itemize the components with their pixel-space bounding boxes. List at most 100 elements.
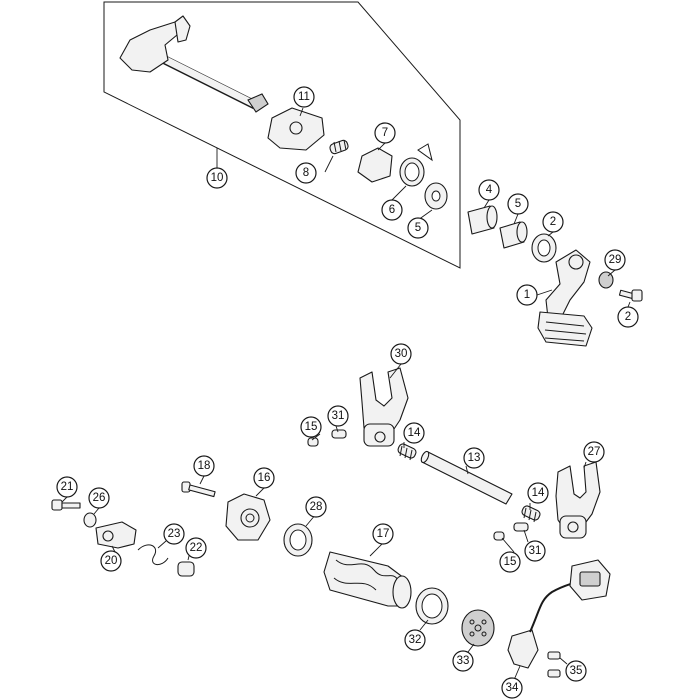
callout-22: 22 — [185, 537, 207, 559]
svg-text:20: 20 — [105, 555, 118, 567]
callout-17: 17 — [372, 523, 394, 545]
svg-text:7: 7 — [382, 127, 388, 139]
spring-9 — [329, 139, 349, 155]
svg-text:29: 29 — [609, 254, 622, 266]
shift-fork-27 — [555, 461, 601, 539]
callout-23: 23 — [163, 523, 185, 545]
callout-32: 32 — [404, 629, 426, 651]
svg-text:22: 22 — [190, 542, 203, 554]
svg-text:13: 13 — [468, 452, 481, 464]
leader-lines — [61, 107, 631, 681]
svg-text:17: 17 — [377, 528, 390, 540]
callout-29: 29 — [604, 249, 626, 271]
callout-8: 7 — [374, 122, 396, 144]
callout-11: 11 — [293, 86, 315, 108]
pin-31b — [513, 522, 529, 532]
callout-28: 28 — [305, 496, 327, 518]
callout-2: 2 — [617, 306, 639, 328]
shift-drum-locating-16 — [225, 493, 271, 541]
svg-text:21: 21 — [61, 481, 74, 493]
svg-text:4: 4 — [486, 184, 493, 196]
screw-35a — [547, 651, 561, 660]
bolt-18 — [181, 481, 216, 498]
svg-text:8: 8 — [303, 167, 309, 179]
shift-fork-30 — [359, 367, 409, 447]
svg-text:15: 15 — [305, 421, 318, 433]
callout-20: 20 — [100, 550, 122, 572]
callout-6: 5 — [407, 217, 429, 239]
washer-26 — [83, 512, 97, 528]
shift-plate-hole — [289, 121, 303, 135]
shift-shaft — [119, 15, 269, 113]
assembly-frame-10 — [103, 1, 461, 269]
bushing-22 — [177, 561, 195, 577]
svg-text:5: 5 — [515, 198, 521, 210]
svg-text:5: 5 — [415, 222, 421, 234]
callout-7: 6 — [381, 199, 403, 221]
callout-10: 10 — [206, 167, 228, 189]
shift-drum-17 — [323, 551, 412, 609]
callout-33: 33 — [452, 650, 474, 672]
svg-text:1: 1 — [524, 289, 530, 301]
callout-15b: 15 — [499, 551, 521, 573]
svg-text:33: 33 — [457, 655, 470, 667]
callout-16: 16 — [253, 467, 275, 489]
callout-5b: 5 — [507, 193, 529, 215]
callout-14a: 14 — [403, 422, 425, 444]
svg-text:35: 35 — [570, 665, 583, 677]
callout-21: 21 — [56, 476, 78, 498]
callout-34: 34 — [501, 677, 523, 699]
sensor-disc-33 — [461, 609, 495, 647]
pin-15a — [307, 437, 319, 447]
svg-text:6: 6 — [389, 204, 395, 216]
svg-text:2: 2 — [550, 216, 556, 228]
callout-31b: 31 — [524, 540, 546, 562]
pin-31a — [331, 429, 347, 439]
callout-9: 8 — [295, 162, 317, 184]
svg-text:31: 31 — [332, 410, 345, 422]
svg-text:34: 34 — [506, 682, 519, 694]
callout-1: 1 — [516, 284, 538, 306]
bolt-21 — [51, 499, 81, 511]
bolt-2 — [618, 289, 643, 302]
svg-text:15: 15 — [504, 556, 517, 568]
svg-text:26: 26 — [93, 492, 106, 504]
callout-4: 2 — [542, 211, 564, 233]
gear-position-sensor-34 — [507, 559, 611, 669]
svg-text:11: 11 — [298, 91, 310, 103]
callout-27: 27 — [583, 441, 605, 463]
svg-text:16: 16 — [258, 472, 271, 484]
callout-35: 35 — [565, 660, 587, 682]
shift-rail — [420, 450, 513, 505]
callout-30: 30 — [390, 343, 412, 365]
svg-text:32: 32 — [409, 634, 422, 646]
callout-26: 26 — [88, 487, 110, 509]
svg-text:30: 30 — [395, 348, 408, 360]
callout-31a: 31 — [327, 405, 349, 427]
svg-text:18: 18 — [198, 460, 211, 472]
washer-29 — [598, 271, 614, 289]
spring-14b — [521, 505, 541, 523]
callout-13: 13 — [463, 447, 485, 469]
spring-14a — [397, 443, 417, 461]
screw-35b — [547, 669, 561, 678]
locking-lever-20 — [95, 521, 137, 549]
callout-15a: 15 — [300, 416, 322, 438]
callout-14b: 14 — [527, 482, 549, 504]
svg-text:27: 27 — [588, 446, 601, 458]
bushing-5b — [499, 221, 528, 249]
svg-text:14: 14 — [532, 487, 545, 499]
callout-5a: 4 — [478, 179, 500, 201]
guide-8 — [357, 147, 393, 183]
callout-18: 18 — [193, 455, 215, 477]
shift-lever — [537, 249, 593, 347]
spring-23 — [137, 544, 169, 565]
svg-text:14: 14 — [408, 427, 421, 439]
svg-text:28: 28 — [310, 501, 323, 513]
svg-text:2: 2 — [625, 311, 631, 323]
svg-text:23: 23 — [168, 528, 181, 540]
pin-15b — [493, 531, 505, 541]
bushing-5a — [467, 205, 498, 235]
svg-text:31: 31 — [529, 545, 542, 557]
